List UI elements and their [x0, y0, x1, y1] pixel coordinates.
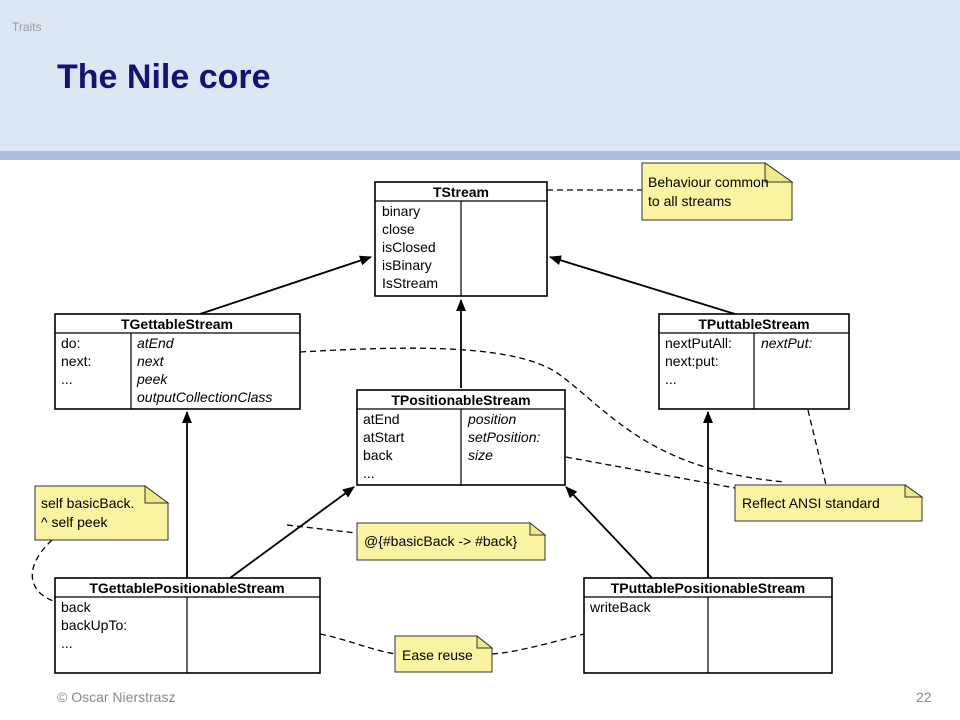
class-title: TGettablePositionableStream	[89, 580, 284, 596]
class-title: TPuttablePositionableStream	[611, 580, 805, 596]
required-method: next	[137, 353, 165, 369]
note-basicback: self basicBack. ^ self peek	[34, 485, 170, 541]
method-name: close	[382, 221, 415, 237]
connector-ansi-gettable	[299, 347, 786, 483]
header-band	[0, 0, 960, 151]
method-name: IsStream	[382, 275, 438, 291]
class-title: TStream	[433, 184, 489, 200]
note-line: to all streams	[648, 193, 731, 209]
required-method: position	[467, 411, 516, 427]
note-behaviour: Behaviour common to all streams	[641, 162, 794, 221]
note-line: Reflect ANSI standard	[742, 495, 880, 511]
required-method: peek	[136, 371, 168, 387]
method-name: binary	[382, 203, 420, 219]
required-method: size	[468, 447, 493, 463]
connector-reuse-right	[491, 633, 585, 655]
method-name: do:	[61, 335, 80, 351]
slide-title: The Nile core	[57, 58, 271, 96]
note-line: Ease reuse	[402, 647, 473, 663]
arrow-puttablepos-to-positionable	[565, 486, 653, 579]
connector-alias	[286, 524, 357, 534]
method-name: backUpTo:	[61, 617, 127, 633]
method-name: atStart	[363, 429, 404, 445]
method-name: writeBack	[589, 599, 652, 615]
method-name: next:put:	[665, 353, 719, 369]
note-alias: @{#basicBack -> #back}	[356, 521, 547, 561]
required-method: nextPut:	[761, 335, 812, 351]
class-tputtablepositionablestream: TPuttablePositionableStream writeBack	[583, 577, 833, 674]
connector-ansi-puttable	[807, 409, 827, 486]
header-rule	[0, 151, 960, 160]
method-name: ...	[61, 371, 73, 387]
arrow-gettablepos-to-positionable	[229, 486, 355, 579]
class-tputtablestream: TPuttableStream nextPutAll: next:put: ..…	[658, 313, 850, 410]
connector-basicback	[31, 539, 61, 604]
connector-ansi-positionable	[565, 456, 736, 489]
method-name: atEnd	[363, 411, 400, 427]
class-tgettablestream: TGettableStream do: next: ... atEnd next…	[54, 313, 301, 410]
arrow-gettable-to-tstream	[199, 255, 372, 315]
class-tpositionablestream: TPositionableStream atEnd atStart back .…	[356, 389, 566, 486]
method-name: ...	[61, 635, 73, 651]
note-line: Behaviour common	[648, 174, 769, 190]
arrow-puttable-to-tstream	[549, 255, 736, 315]
class-title: TPositionableStream	[391, 392, 530, 408]
method-name: back	[363, 447, 394, 463]
note-line: @{#basicBack -> #back}	[364, 533, 517, 549]
method-name: ...	[363, 465, 375, 481]
class-tgettablepositionablestream: TGettablePositionableStream back backUpT…	[54, 577, 321, 674]
note-ansi: Reflect ANSI standard	[734, 484, 924, 522]
method-name: nextPutAll:	[665, 335, 732, 351]
method-name: back	[61, 599, 92, 615]
section-label: Traits	[12, 20, 42, 34]
method-name: ...	[665, 371, 677, 387]
class-tstream: TStream binary close isClosed isBinary I…	[374, 181, 548, 297]
note-line: ^ self peek	[41, 514, 108, 530]
method-name: next:	[61, 353, 91, 369]
required-method: setPosition:	[468, 429, 540, 445]
method-name: isClosed	[382, 239, 436, 255]
required-method: outputCollectionClass	[137, 389, 272, 405]
note-line: self basicBack.	[41, 495, 134, 511]
method-name: isBinary	[382, 257, 432, 273]
class-title: TGettableStream	[121, 316, 233, 332]
connector-reuse-left	[319, 633, 397, 655]
page-number: 22	[916, 689, 932, 705]
class-title: TPuttableStream	[698, 316, 809, 332]
note-reuse: Ease reuse	[394, 634, 494, 673]
required-method: atEnd	[137, 335, 175, 351]
footer-author: © Oscar Nierstrasz	[57, 689, 176, 705]
